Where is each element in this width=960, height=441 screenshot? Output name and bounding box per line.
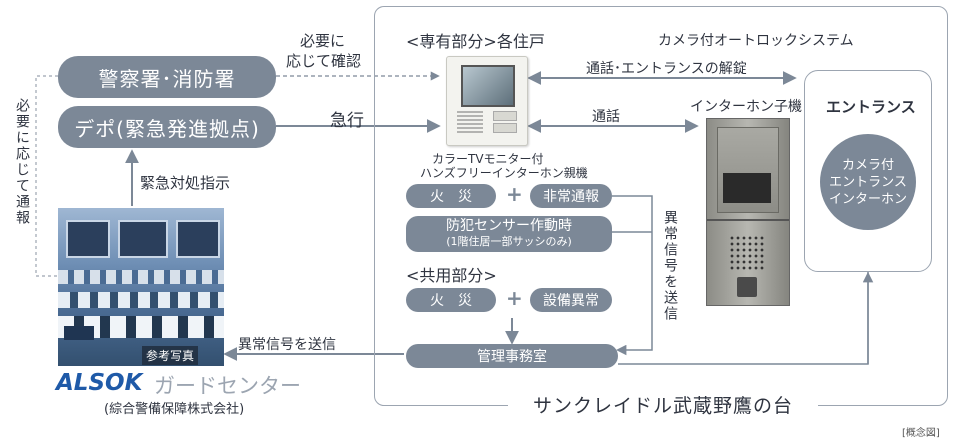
dispatch-label: 緊急対処指示 [140, 174, 231, 192]
entrance-intercom-line3: インターホン [828, 191, 907, 207]
depot-node: デポ(緊急発進拠点) [58, 106, 276, 148]
plus-icon-common: + [506, 286, 523, 310]
entrance-intercom-line1: カメラ付 [841, 157, 894, 173]
speaker-grille [729, 235, 765, 271]
send-abnormal-label: 異常信号を送信 [238, 337, 336, 353]
call-button [737, 277, 757, 297]
concept-label: [概念図] [902, 428, 940, 439]
fire-node-private: 火 災 [406, 184, 496, 208]
emergency-call-node: 非常通報 [530, 184, 612, 208]
confirm-label-1: 必要に [300, 32, 346, 50]
photo-caption: 参考写真 [142, 346, 199, 365]
monitor-screen [461, 65, 515, 107]
private-section-label: <専有部分>各住戸 [406, 32, 545, 51]
sensor-node: 防犯センサー作動時 (1階住居一部サッシのみ) [406, 216, 612, 252]
sensor-line1: 防犯センサー作動時 [446, 218, 572, 234]
rush-label: 急行 [330, 111, 364, 131]
entrance-label: エントランス [826, 98, 916, 116]
entrance-intercom-line2: エントランス [829, 174, 907, 190]
notify-vertical-label: 必要に応じて通報 [14, 98, 30, 226]
common-section-label: <共用部分> [406, 266, 497, 285]
fire-node-common: 火 災 [406, 288, 496, 312]
indoor-monitor-device [446, 56, 528, 146]
confirm-label-2: 応じて確認 [286, 52, 362, 70]
alsok-logo: ALSOK [56, 370, 143, 396]
guard-center-photo: 参考写真 [58, 208, 224, 366]
camera-window [723, 173, 771, 203]
property-name: サンクレイドル武蔵野鷹の台 [508, 392, 818, 420]
management-office-node: 管理事務室 [406, 344, 618, 368]
guard-center-label: ガードセンター [154, 374, 301, 398]
police-fire-node: 警察署･消防署 [58, 56, 276, 98]
entrance-intercom-panel [706, 118, 790, 306]
autolock-system-label: カメラ付オートロックシステム [658, 33, 854, 49]
entrance-intercom-node: カメラ付 エントランス インターホン [820, 134, 916, 230]
sensor-line2: (1階住居一部サッシのみ) [446, 235, 572, 248]
call-label: 通話 [592, 109, 620, 125]
intercom-child-label: インターホン子機 [690, 99, 802, 115]
company-label: (綜合警備保障株式会社) [104, 402, 245, 417]
abnormal-signal-vertical-label: 異常信号を送信 [662, 210, 678, 322]
photo-desk-logo [64, 326, 94, 340]
call-unlock-label: 通話･エントランスの解錠 [586, 61, 747, 77]
monitor-label-2: ハンズフリーインターホン親機 [420, 166, 588, 180]
equipment-node: 設備異常 [530, 288, 612, 312]
plus-icon-private: + [506, 182, 523, 206]
monitor-label-1: カラーTVモニター付 [432, 152, 544, 166]
